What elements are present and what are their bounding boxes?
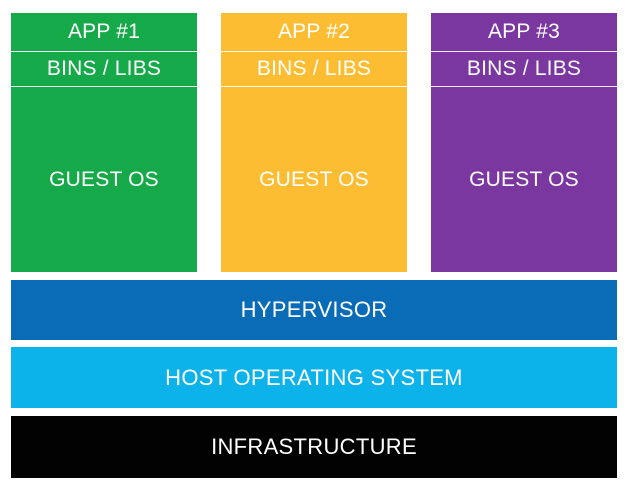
guest-os-label-1: GUEST OS [49,167,159,191]
guest-os-label-3: GUEST OS [469,167,579,191]
bins-libs-label-1: BINS / LIBS [11,51,197,87]
hypervisor-layer: HYPERVISOR [11,280,617,340]
app-label-2: APP #2 [277,20,351,43]
vm-stack-1: APP #1 BINS / LIBS GUEST OS [11,13,197,272]
app-label-3: APP #3 [487,20,561,43]
guest-os-label-2: GUEST OS [259,167,369,191]
vm-stack-2: APP #2 BINS / LIBS GUEST OS [221,13,407,272]
infrastructure-layer: INFRASTRUCTURE [11,416,617,478]
bins-libs-label-3: BINS / LIBS [431,51,617,87]
vm-stack-3: APP #3 BINS / LIBS GUEST OS [431,13,617,272]
host-operating-system-layer: HOST OPERATING SYSTEM [11,347,617,408]
bins-libs-label-2: BINS / LIBS [221,51,407,87]
app-label-1: APP #1 [67,20,141,43]
